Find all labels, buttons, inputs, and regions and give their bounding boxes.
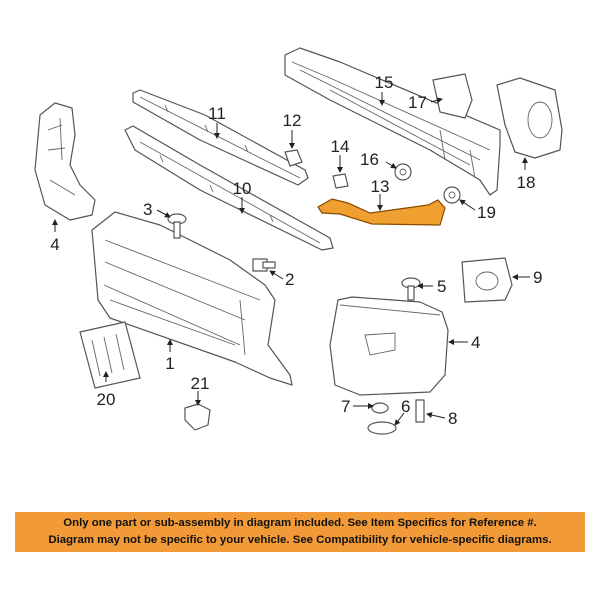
part-2-bolt bbox=[252, 258, 276, 272]
callout-16: 16 bbox=[360, 150, 379, 169]
callout-11: 11 bbox=[208, 104, 226, 123]
callout-9: 9 bbox=[533, 268, 542, 287]
part-18-fog-bracket bbox=[496, 77, 563, 159]
callout-18: 18 bbox=[517, 173, 536, 192]
callout-7: 7 bbox=[341, 397, 350, 416]
callout-5: 5 bbox=[437, 277, 446, 296]
part-16-nut bbox=[394, 163, 412, 181]
disclaimer-line-1: Only one part or sub-assembly in diagram… bbox=[63, 517, 537, 529]
callout-17: 17 bbox=[408, 93, 427, 112]
part-3-bolt bbox=[167, 213, 187, 239]
part-9-fog-lamp-cover bbox=[461, 257, 513, 303]
part-19-nut bbox=[443, 186, 461, 204]
callout-4-left: 4 bbox=[50, 235, 59, 254]
part-17-bracket bbox=[432, 73, 473, 119]
callout-19: 19 bbox=[477, 203, 496, 222]
callout-12: 12 bbox=[283, 111, 302, 130]
part-15-reinforcement-beam bbox=[284, 47, 501, 196]
part-14-clip bbox=[332, 173, 349, 189]
part-1-bumper-cover bbox=[91, 211, 293, 386]
part-21-clip bbox=[184, 403, 211, 431]
callout-20: 20 bbox=[97, 390, 116, 409]
callout-1: 1 bbox=[165, 354, 174, 373]
disclaimer-line-2: Diagram may not be specific to your vehi… bbox=[48, 534, 552, 546]
part-4-left-side-retainer bbox=[34, 102, 96, 221]
part-12-clip bbox=[284, 149, 303, 167]
callout-8: 8 bbox=[448, 409, 457, 428]
part-10-lower-retainer bbox=[124, 125, 334, 251]
callout-6: 6 bbox=[401, 397, 410, 416]
callout-4-right: 4 bbox=[471, 333, 480, 352]
callout-labels: 4 1 2 3 4 5 6 7 8 9 10 11 12 13 14 15 16… bbox=[50, 73, 542, 428]
callout-15: 15 bbox=[375, 73, 394, 92]
leader-lines bbox=[52, 92, 530, 426]
callout-3: 3 bbox=[143, 200, 152, 219]
part-4-right-end-cap bbox=[329, 296, 449, 396]
part-11-upper-retainer bbox=[132, 89, 309, 186]
callout-21: 21 bbox=[191, 374, 210, 393]
part-20-license-bracket bbox=[79, 321, 141, 389]
callout-13: 13 bbox=[371, 177, 390, 196]
callout-2: 2 bbox=[285, 270, 294, 289]
disclaimer-banner: Only one part or sub-assembly in diagram… bbox=[15, 512, 585, 552]
part-8-bolt bbox=[415, 399, 425, 423]
part-6-plate bbox=[367, 421, 397, 435]
part-5-bolt bbox=[401, 277, 421, 301]
callout-10: 10 bbox=[233, 179, 252, 198]
callout-14: 14 bbox=[331, 137, 350, 156]
part-13-bracket-highlighted bbox=[317, 198, 446, 226]
part-7-nut bbox=[371, 402, 389, 414]
